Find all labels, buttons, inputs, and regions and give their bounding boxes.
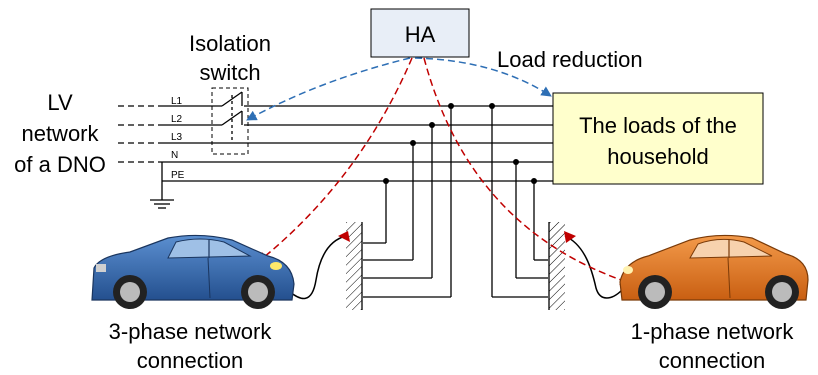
lv-network-label-2: network <box>21 121 99 146</box>
incoming-dashed-wires <box>118 105 162 163</box>
ev-left-caption-1: 3-phase network <box>109 319 273 344</box>
ground-icon <box>150 199 174 209</box>
single-phase-drops <box>489 103 548 298</box>
conductor-pe-label: PE <box>171 170 185 181</box>
household-loads-box: The loads of the household <box>552 92 764 185</box>
conductor-l3-label: L3 <box>171 132 183 143</box>
ev-right-caption-1: 1-phase network <box>631 319 795 344</box>
ha-box: HA <box>370 8 470 58</box>
isolation-switch <box>211 87 249 155</box>
right-wall-outlet <box>548 222 565 310</box>
isolation-switch-label-1: Isolation <box>189 31 271 56</box>
ev-right-caption-2: connection <box>659 348 765 373</box>
lv-network-label-1: LV <box>47 90 73 115</box>
left-charging-cable <box>289 231 350 300</box>
conductor-n-label: N <box>171 150 178 161</box>
ev-control-arrows <box>257 57 631 286</box>
blue-ev-car-icon <box>91 234 295 309</box>
loads-label-1: The loads of the <box>579 113 737 138</box>
three-phase-drops <box>363 103 454 298</box>
bus-wires <box>161 105 553 200</box>
conductor-l2-label: L2 <box>171 114 183 125</box>
loads-label-2: household <box>607 144 709 169</box>
ha-label: HA <box>405 22 436 47</box>
load-reduction-arrows <box>246 57 552 121</box>
ev-left-caption-2: connection <box>137 348 243 373</box>
left-wall-outlet <box>346 222 363 310</box>
load-reduction-label: Load reduction <box>497 47 643 72</box>
right-charging-cable <box>564 231 623 299</box>
orange-ev-car-icon <box>619 234 809 309</box>
lv-network-label-3: of a DNO <box>14 152 106 177</box>
conductor-l1-label: L1 <box>171 96 183 107</box>
isolation-switch-label-2: switch <box>199 60 260 85</box>
